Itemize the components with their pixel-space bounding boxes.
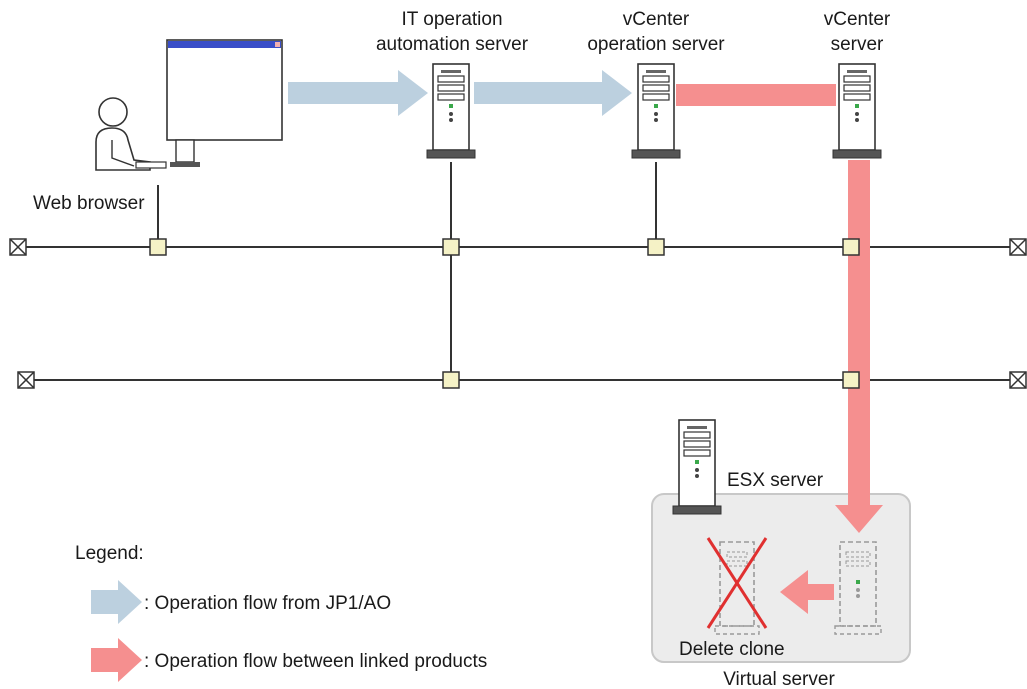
legend-linked-flow-icon (91, 638, 142, 682)
ito-server-label-line2: automation server (376, 34, 529, 55)
vcenter-server-label-line2: server (831, 34, 884, 55)
browser-window-icon (166, 39, 283, 167)
ito-server-label-line1: IT operation (401, 9, 502, 30)
vcenter-op-label-line2: operation server (587, 34, 725, 55)
ito-server-icon (426, 63, 476, 159)
legend-ao-flow-label: : Operation flow from JP1/AO (144, 593, 391, 614)
virtual-server-group (651, 493, 911, 663)
virtual-server-icon (834, 541, 882, 635)
network-node (442, 371, 460, 389)
legend-ao-flow-icon (91, 580, 142, 624)
line-terminator (1009, 371, 1027, 389)
linked-flow-arrow-down (835, 160, 883, 533)
vcenter-server-icon (832, 63, 882, 159)
delete-clone-label: Delete clone (679, 639, 785, 660)
esx-server-icon (672, 419, 722, 515)
network-node (442, 238, 460, 256)
vcenter-op-label-line1: vCenter (623, 9, 690, 30)
network-node (842, 238, 860, 256)
linked-flow-arrow-left (780, 570, 834, 614)
ao-flow-arrow-2 (474, 70, 632, 116)
delete-cross-icon (706, 537, 768, 629)
virtual-server-label: Virtual server (723, 669, 835, 689)
line-terminator (17, 371, 35, 389)
user-icon (95, 97, 167, 171)
web-browser-label: Web browser (33, 193, 145, 214)
clone-server-icon (714, 541, 760, 635)
legend-linked-flow-label: : Operation flow between linked products (144, 651, 487, 672)
network-node (647, 238, 665, 256)
line-terminator (9, 238, 27, 256)
vcenter-server-label-line1: vCenter (824, 9, 891, 30)
ao-flow-arrow-1 (288, 70, 428, 116)
linked-flow-bar (676, 84, 836, 106)
esx-server-label: ESX server (727, 470, 824, 491)
line-terminator (1009, 238, 1027, 256)
network-node (842, 371, 860, 389)
network-node (149, 238, 167, 256)
vcenter-op-server-icon (631, 63, 681, 159)
legend-title: Legend: (75, 543, 144, 564)
